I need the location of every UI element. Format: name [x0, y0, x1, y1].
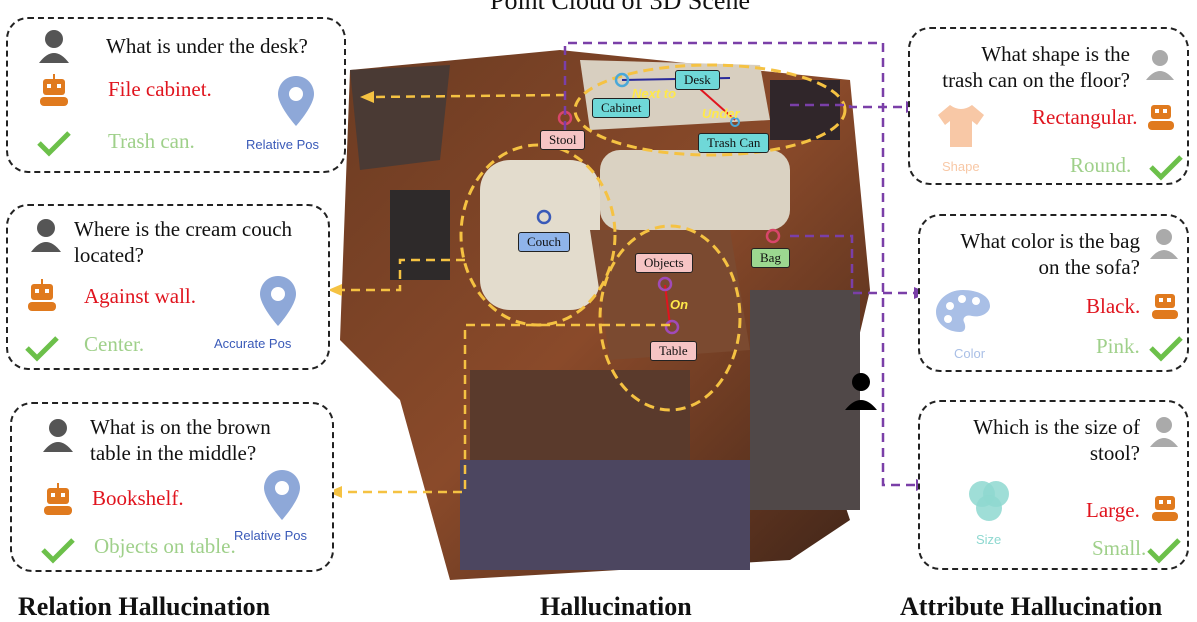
user-icon: [31, 219, 61, 252]
relation-under: Under: [702, 106, 740, 121]
robot-icon: [1152, 294, 1178, 319]
category-tag: Size: [976, 532, 1002, 547]
caption-hallucination: Hallucination: [540, 592, 692, 621]
scene-illustration: [340, 50, 877, 580]
correct-answer: Small.: [1092, 536, 1147, 560]
checkmark-icon: [1149, 155, 1183, 181]
question-line-1: Which is the size of: [973, 415, 1140, 439]
user-icon: [39, 30, 69, 63]
correct-answer: Round.: [1070, 153, 1132, 177]
scene-tag-desk: Desk: [675, 70, 720, 90]
wrong-answer: File cabinet.: [108, 77, 212, 101]
wrong-answer: Rectangular.: [1032, 105, 1138, 129]
checkmark-icon: [1147, 538, 1181, 564]
user-icon: [43, 419, 73, 452]
scene-tag-couch: Couch: [518, 232, 570, 252]
category-tag: Shape: [942, 159, 980, 174]
wrong-answer: Black.: [1086, 294, 1141, 318]
scene-tag-objects: Objects: [635, 253, 693, 273]
checkmark-icon: [41, 538, 75, 564]
question-line-1: What shape is the: [981, 42, 1130, 66]
location-pin-icon: [278, 76, 314, 126]
venn-size-icon: [969, 481, 1009, 521]
location-pin-icon: [264, 470, 300, 520]
correct-answer: Objects on table.: [94, 534, 236, 558]
caption-attribute-hallucination: Attribute Hallucination: [900, 592, 1163, 621]
robot-icon: [1152, 496, 1178, 521]
correct-answer: Center.: [84, 332, 145, 356]
question-line-1: What color is the bag: [960, 229, 1140, 253]
correct-answer: Pink.: [1096, 334, 1140, 358]
panel-relative-pos-desk: What is under the desk? File cabinet. Tr…: [6, 17, 346, 173]
point-cloud-scene: Desk Cabinet Trash Can Stool Couch Bag O…: [330, 40, 890, 600]
robot-icon: [40, 74, 68, 106]
user-icon: [1150, 417, 1178, 447]
category-tag: Relative Pos: [246, 137, 319, 152]
scene-tag-bag: Bag: [751, 248, 790, 268]
question-line-1: Where is the cream couch: [74, 217, 293, 241]
scene-tag-cabinet: Cabinet: [592, 98, 651, 118]
question-line-2: located?: [74, 243, 144, 267]
caption-relation-hallucination: Relation Hallucination: [18, 592, 271, 621]
wrong-answer: Bookshelf.: [92, 486, 184, 510]
robot-icon: [28, 279, 56, 311]
checkmark-icon: [1149, 336, 1183, 362]
robot-icon: [1148, 105, 1174, 130]
category-tag: Relative Pos: [234, 528, 307, 543]
correct-answer: Trash can.: [108, 129, 195, 153]
tshirt-icon: [938, 105, 984, 147]
scene-tag-table: Table: [650, 341, 697, 361]
question-text: What is under the desk?: [106, 34, 308, 58]
scene-tag-stool: Stool: [540, 130, 586, 150]
wrong-answer: Against wall.: [84, 284, 196, 308]
question-line-2: trash can on the floor?: [942, 68, 1130, 92]
category-tag: Accurate Pos: [214, 336, 292, 351]
category-tag: Color: [954, 346, 986, 361]
relation-next-to: Next to: [632, 86, 677, 101]
location-pin-icon: [260, 276, 296, 326]
checkmark-icon: [37, 131, 71, 157]
relation-on: On: [670, 297, 689, 312]
checkmark-icon: [25, 336, 59, 362]
question-line-2: stool?: [1089, 441, 1140, 465]
robot-icon: [44, 483, 72, 515]
question-line-2: table in the middle?: [90, 441, 257, 465]
palette-icon: [936, 290, 990, 332]
user-icon: [1150, 229, 1178, 259]
figure-title: Point Cloud of 3D Scene: [490, 0, 750, 15]
connector-arrows: [328, 41, 930, 498]
question-line-2: on the sofa?: [1038, 255, 1140, 279]
scene-tag-trash-can: Trash Can: [698, 133, 770, 153]
wrong-answer: Large.: [1086, 498, 1140, 522]
user-icon: [1146, 50, 1174, 80]
question-line-1: What is on the brown: [90, 415, 271, 439]
